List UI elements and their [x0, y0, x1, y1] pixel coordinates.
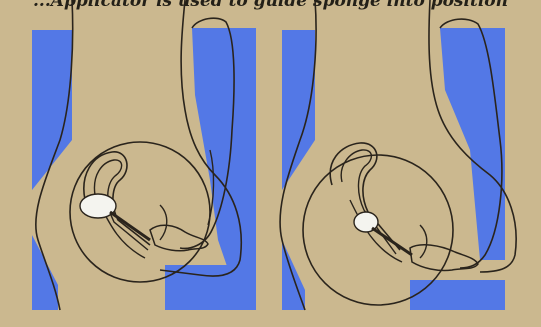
- left-finger: [160, 205, 167, 240]
- right-uterus-outline: [330, 143, 400, 250]
- caption-text: ...Applicator is used to guide sponge in…: [0, 0, 541, 13]
- left-blue-block-front: [192, 28, 256, 275]
- left-panel: [32, 0, 256, 310]
- right-blue-block-bottom: [410, 280, 505, 310]
- left-hand: [150, 225, 208, 251]
- left-blue-block-lower: [32, 235, 58, 310]
- right-applicator: [372, 228, 412, 255]
- right-panel: [280, 0, 516, 310]
- right-finger: [420, 225, 427, 258]
- right-blue-block-front: [440, 28, 505, 260]
- left-sponge: [80, 194, 116, 218]
- right-blue-block-back: [282, 30, 315, 190]
